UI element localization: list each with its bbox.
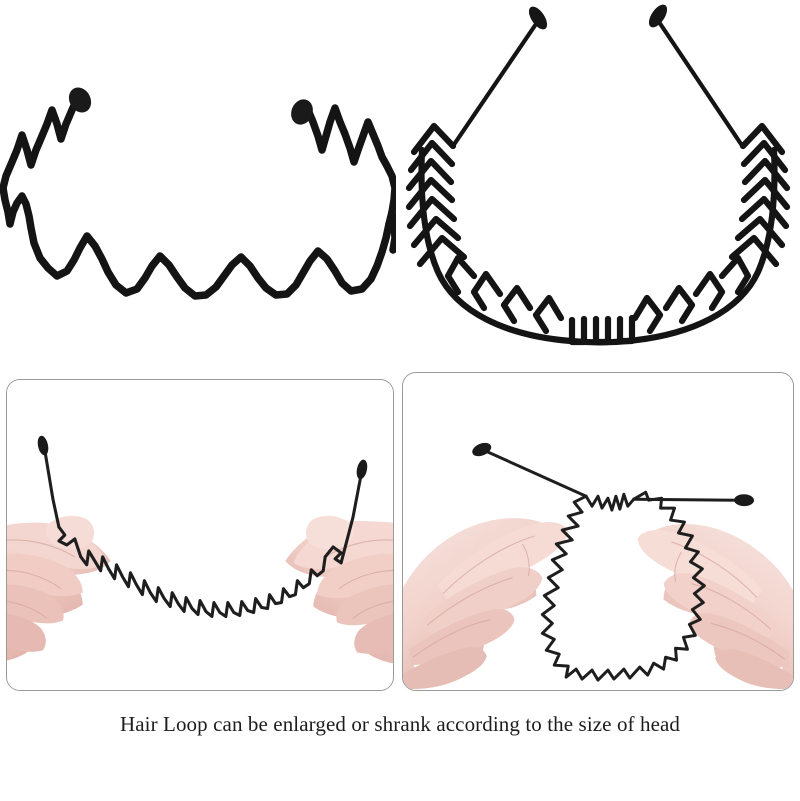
wavy-hair-band-front-illustration xyxy=(0,87,396,300)
left-arm-wire xyxy=(450,21,539,149)
end-cap-icon-left xyxy=(37,435,49,456)
end-cap-icon-right xyxy=(734,494,755,507)
demo-shrink-panel xyxy=(402,372,794,691)
product-caption: Hair Loop can be enlarged or shrank acco… xyxy=(119,712,681,736)
right-hand xyxy=(285,515,393,664)
demo-stretch-panel xyxy=(6,379,394,691)
product-angled-view-panel xyxy=(396,0,800,356)
right-arm-wire xyxy=(656,19,746,150)
product-front-view-panel xyxy=(0,0,396,356)
end-cap-icon-left xyxy=(68,87,92,113)
end-cap-icon-right xyxy=(356,459,368,480)
stretched-hair-band-wire xyxy=(43,449,363,619)
end-cap-icon-right xyxy=(648,4,668,28)
end-cap-icon-left xyxy=(472,442,492,457)
end-cap-icon-right xyxy=(291,99,313,125)
hands-compressing-photo xyxy=(403,373,793,690)
end-cap-icon-left xyxy=(528,6,548,30)
wavy-hair-band-angled-illustration xyxy=(405,4,791,346)
left-hand xyxy=(403,518,569,690)
compressed-hair-band-wire xyxy=(485,450,739,682)
hands-stretching-photo xyxy=(7,380,393,690)
